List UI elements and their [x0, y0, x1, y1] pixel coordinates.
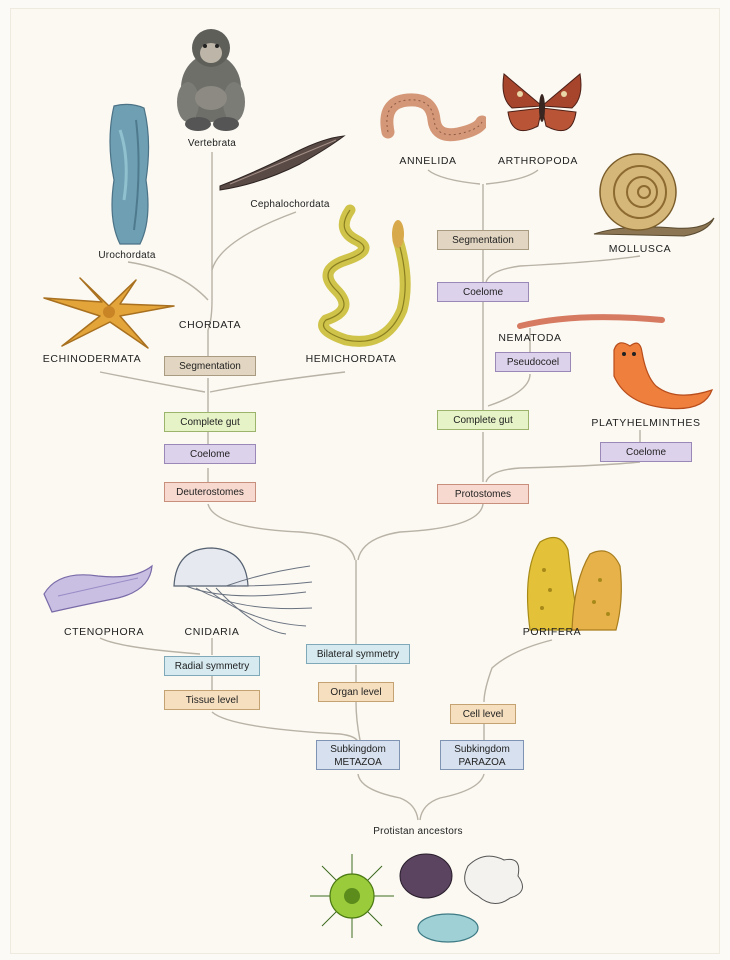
- label-porifera: PORIFERA: [523, 626, 581, 638]
- box-pseudocoel: Pseudocoel: [495, 352, 571, 372]
- box-tissue-level: Tissue level: [164, 690, 260, 710]
- box-coelome-protostome: Coelome: [437, 282, 529, 302]
- box-deuterostomes: Deuterostomes: [164, 482, 256, 502]
- box-coelome-deuterostome: Coelome: [164, 444, 256, 464]
- starfish-icon: [40, 276, 178, 350]
- label-echinodermata: ECHINODERMATA: [43, 353, 141, 365]
- box-coelome-platyhelminthes: Coelome: [600, 442, 692, 462]
- label-platyhelminthes: PLATYHELMINTHES: [591, 417, 700, 429]
- moth-icon: [498, 68, 586, 144]
- box-complete-gut-protostome: Complete gut: [437, 410, 529, 430]
- parazoa-line1: Subkingdom: [445, 743, 519, 756]
- box-segmentation-protostome: Segmentation: [437, 230, 529, 250]
- snail-icon: [584, 148, 720, 240]
- chimpanzee-icon: [168, 22, 254, 134]
- box-cell-level: Cell level: [450, 704, 516, 724]
- box-radial-symmetry: Radial symmetry: [164, 656, 260, 676]
- label-ctenophora: CTENOPHORA: [64, 626, 144, 638]
- sponge-icon: [520, 530, 628, 634]
- label-nematoda: NEMATODA: [498, 332, 561, 344]
- label-chordata: CHORDATA: [179, 319, 241, 331]
- comb-jelly-icon: [38, 560, 158, 616]
- box-complete-gut-deuterostome: Complete gut: [164, 412, 256, 432]
- sea-squirt-icon: [100, 100, 158, 248]
- label-hemichordata: HEMICHORDATA: [306, 353, 397, 365]
- label-arthropoda: ARTHROPODA: [498, 155, 578, 167]
- label-cnidaria: CNIDARIA: [185, 626, 240, 638]
- box-organ-level: Organ level: [318, 682, 394, 702]
- label-annelida: ANNELIDA: [399, 155, 456, 167]
- metazoa-line1: Subkingdom: [321, 743, 395, 756]
- box-protostomes: Protostomes: [437, 484, 529, 504]
- label-mollusca: MOLLUSCA: [609, 243, 672, 255]
- metazoa-line2: METAZOA: [321, 756, 395, 769]
- acorn-worm-icon: [306, 200, 416, 350]
- flatworm-icon: [596, 336, 716, 416]
- box-subkingdom-metazoa: Subkingdom METAZOA: [316, 740, 400, 770]
- jellyfish-icon: [166, 542, 316, 636]
- box-subkingdom-parazoa: Subkingdom PARAZOA: [440, 740, 524, 770]
- parazoa-line2: PARAZOA: [445, 756, 519, 769]
- box-segmentation-deuterostome: Segmentation: [164, 356, 256, 376]
- box-bilateral-symmetry: Bilateral symmetry: [306, 644, 410, 664]
- earthworm-icon: [378, 92, 486, 148]
- label-cephalochordata: Cephalochordata: [250, 199, 329, 210]
- label-urochordata: Urochordata: [98, 250, 155, 261]
- label-protistan-ancestors: Protistan ancestors: [373, 826, 462, 837]
- roundworm-icon: [516, 310, 666, 332]
- label-vertebrata: Vertebrata: [188, 138, 236, 149]
- protists-icon: [308, 846, 538, 954]
